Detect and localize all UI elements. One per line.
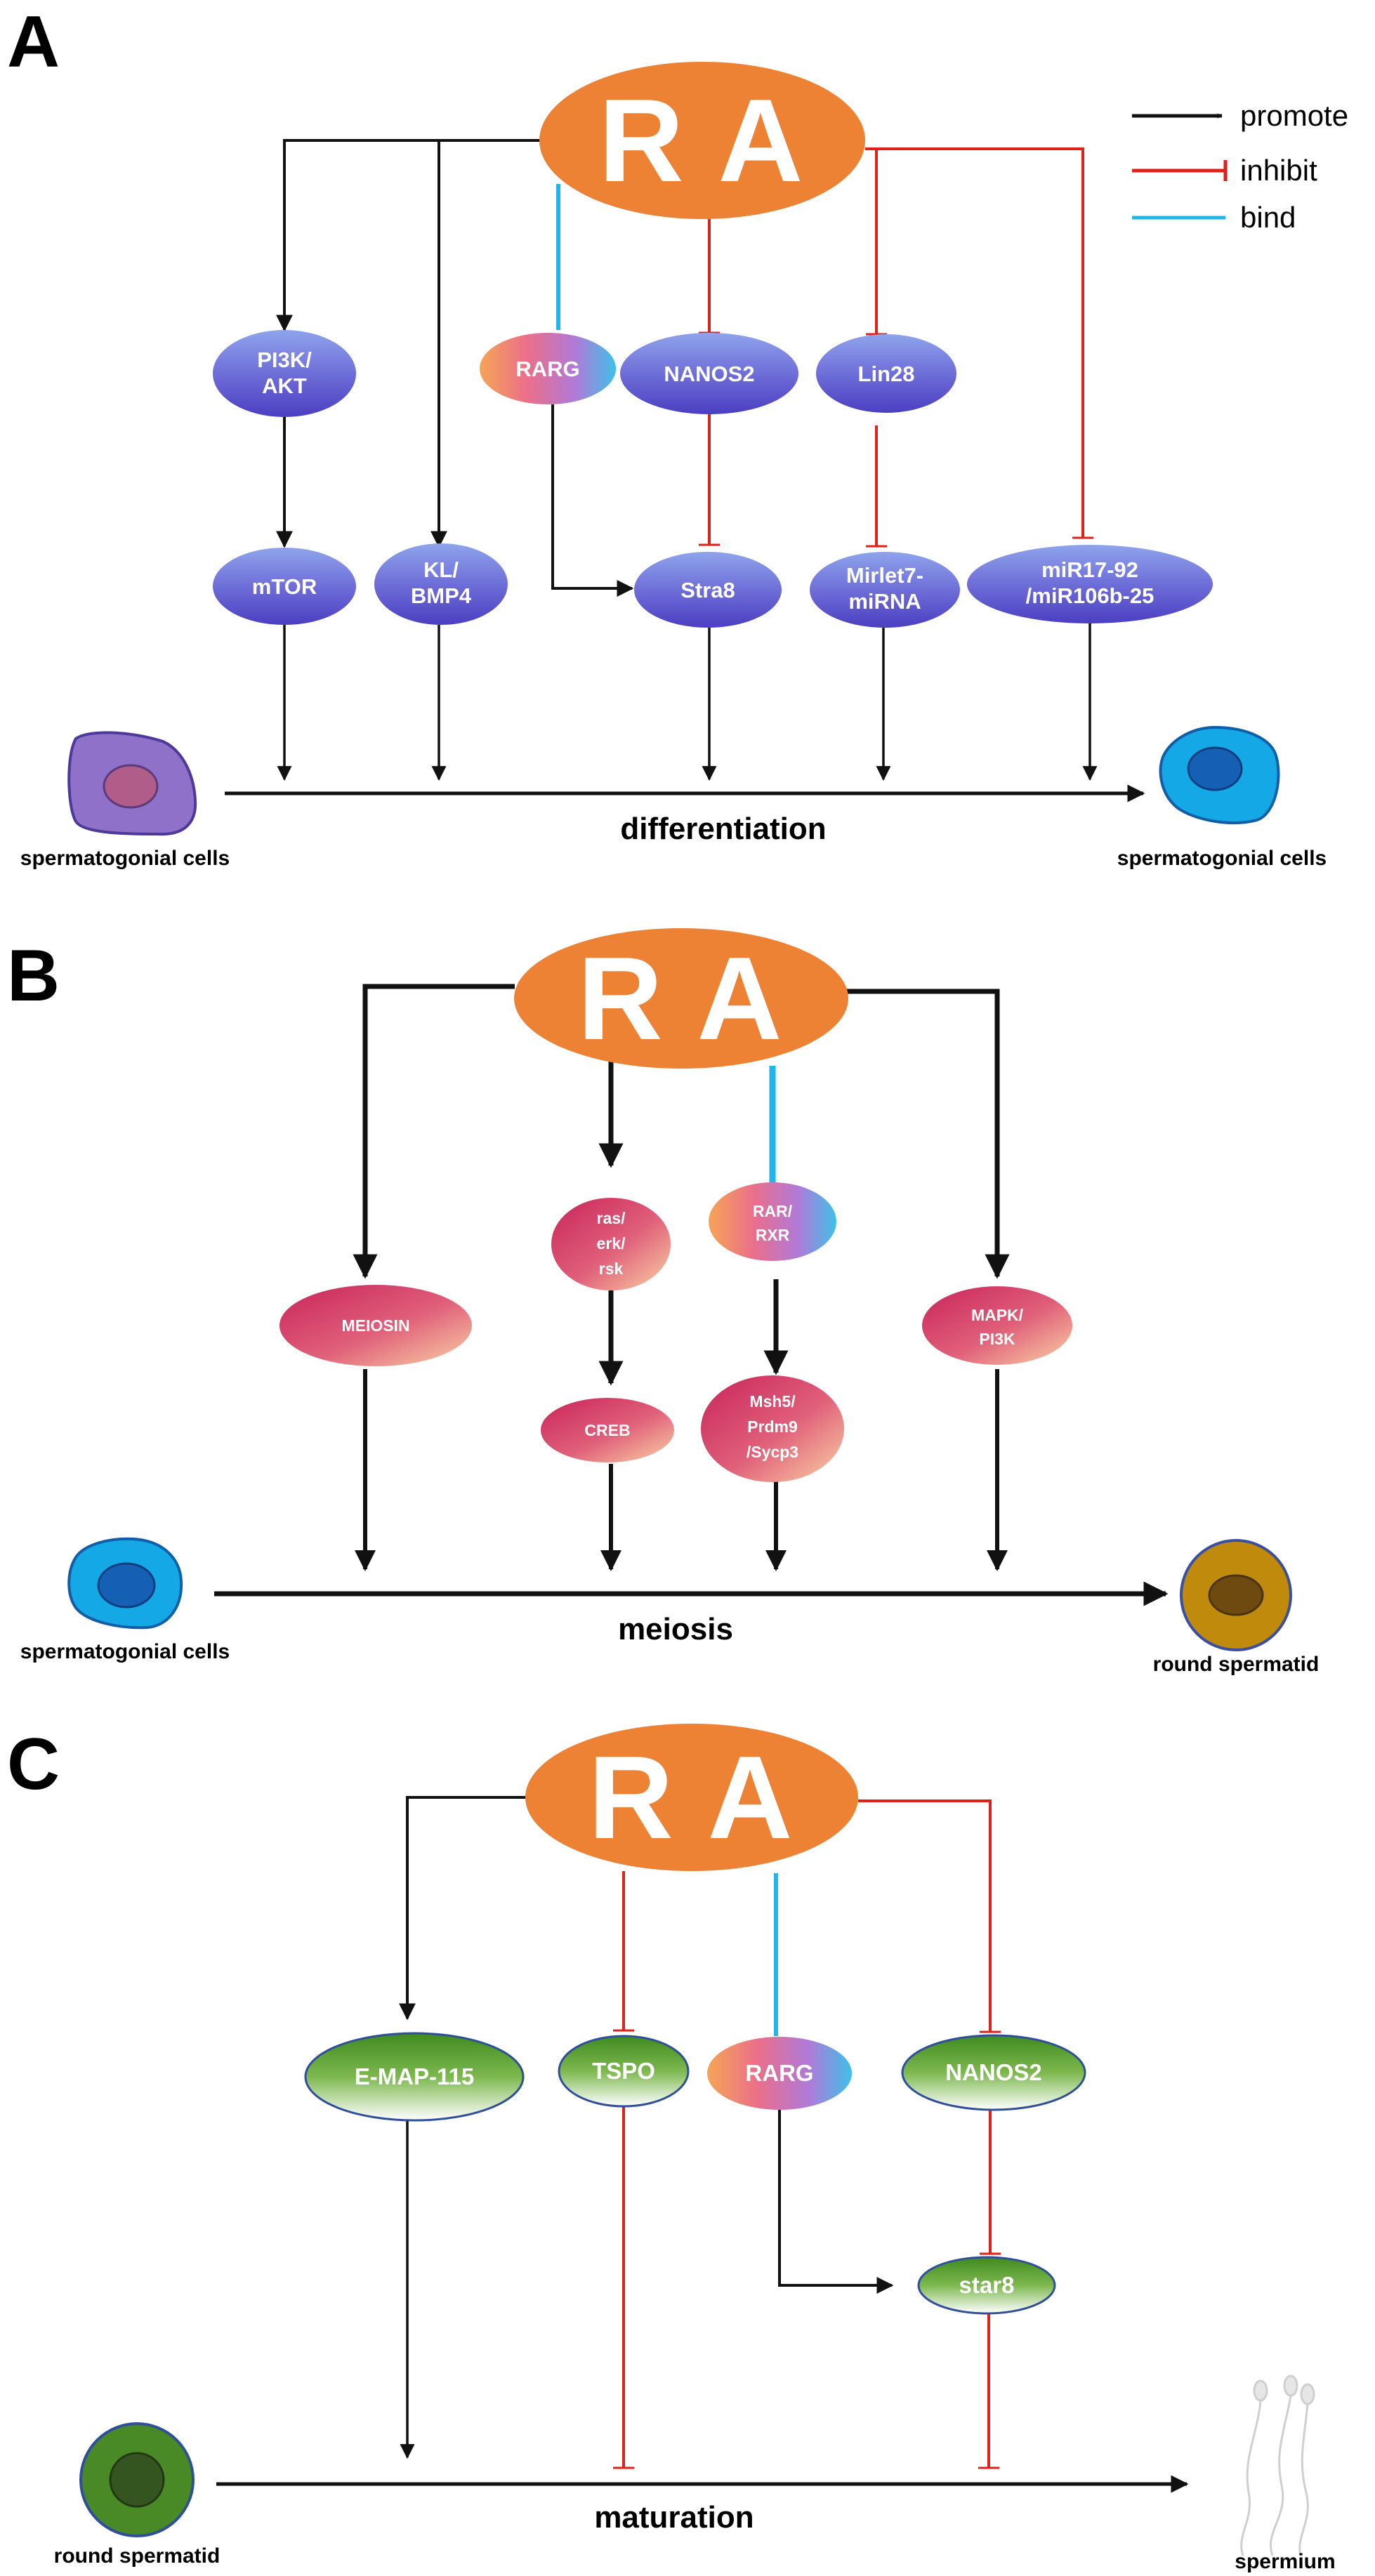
node-meiosin: MEIOSIN bbox=[279, 1285, 472, 1366]
spermatogonial-cell-a-right bbox=[1159, 725, 1280, 824]
cell-label-c-left: round spermatid bbox=[54, 2544, 221, 2568]
inhibit-ra-nanos2 bbox=[858, 1799, 1001, 2033]
cell-label-a-left: spermatogonial cells bbox=[20, 847, 230, 870]
process-maturation: maturation bbox=[594, 2500, 754, 2535]
inhibit-ra-lin28 bbox=[865, 147, 887, 336]
panel-c-letter: C bbox=[7, 1724, 60, 1805]
spermatogonial-cell-a-left bbox=[67, 731, 197, 836]
node-mirlet7: Mirlet7- miRNA bbox=[810, 552, 960, 628]
panel-b-letter: B bbox=[7, 935, 60, 1017]
legend-inhibit-label: inhibit bbox=[1240, 154, 1317, 187]
node-rarrxr-line2: RXR bbox=[756, 1226, 790, 1244]
round-spermatid-cell-b-right bbox=[1180, 1539, 1292, 1651]
node-rar-rxr: RAR/ RXR bbox=[709, 1182, 836, 1261]
promote-ra-mapk bbox=[846, 989, 1010, 1279]
panel-a: A promote inhibit bind bbox=[7, 1, 1348, 870]
node-mtor: mTOR bbox=[213, 548, 356, 625]
node-ras-line3: rsk bbox=[599, 1260, 624, 1278]
ra-node-b: R A bbox=[514, 928, 848, 1069]
legend: promote inhibit bind bbox=[1132, 99, 1348, 234]
node-mapk-line2: PI3K bbox=[979, 1330, 1015, 1348]
node-stra8-a: Stra8 bbox=[634, 552, 782, 628]
node-meiosin-label: MEIOSIN bbox=[341, 1316, 409, 1335]
panel-b: B R A MEIOSIN ras/ erk/ rsk bbox=[7, 928, 1319, 1676]
node-mir17-line1: miR17-92 bbox=[1041, 557, 1138, 582]
promote-ra-pi3k bbox=[276, 139, 539, 332]
node-msh5-line1: Msh5/ bbox=[749, 1392, 796, 1411]
node-emap-label: E-MAP-115 bbox=[355, 2063, 475, 2089]
node-rarg-c: RARG bbox=[707, 2037, 852, 2110]
node-klbmp4-line2: BMP4 bbox=[411, 583, 472, 608]
node-pi3k-akt: PI3K/ AKT bbox=[213, 330, 356, 417]
node-ras-line2: erk/ bbox=[597, 1234, 626, 1253]
node-mapk-line1: MAPK/ bbox=[971, 1306, 1024, 1324]
panel-a-connectors bbox=[225, 139, 1145, 802]
node-stra8-label: Stra8 bbox=[680, 578, 735, 602]
node-mir17: miR17-92 /miR106b-25 bbox=[967, 545, 1213, 623]
cell-label-b-right: round spermatid bbox=[1153, 1653, 1320, 1676]
node-tspo-label: TSPO bbox=[592, 2058, 655, 2084]
node-creb: CREB bbox=[541, 1398, 674, 1462]
inhibit-ra-mir17 bbox=[876, 147, 1093, 539]
promote-ra-emap bbox=[399, 1796, 527, 2021]
cell-label-a-right: spermatogonial cells bbox=[1117, 847, 1327, 870]
ra-node-a: R A bbox=[539, 62, 865, 219]
node-msh5-prdm9-sycp3: Msh5/ Prdm9 /Sycp3 bbox=[701, 1375, 844, 1482]
node-nanos2-label: NANOS2 bbox=[945, 2059, 1042, 2085]
node-star8-label: star8 bbox=[959, 2272, 1015, 2298]
node-rarg-label: RARG bbox=[515, 357, 579, 381]
node-kl-bmp4: KL/ BMP4 bbox=[374, 543, 508, 625]
node-tspo: TSPO bbox=[558, 2035, 690, 2108]
promote-rarg-star8 bbox=[778, 2110, 894, 2294]
process-meiosis: meiosis bbox=[618, 1612, 733, 1646]
panel-a-letter: A bbox=[7, 1, 60, 83]
panel-c-connectors bbox=[216, 1796, 1189, 2493]
node-ras-erk-rsk: ras/ erk/ rsk bbox=[551, 1198, 671, 1290]
node-klbmp4-line1: KL/ bbox=[423, 557, 459, 582]
node-mapk-pi3k: MAPK/ PI3K bbox=[922, 1286, 1072, 1365]
node-msh5-line2: Prdm9 bbox=[747, 1418, 798, 1436]
node-nanos2-label: NANOS2 bbox=[664, 362, 754, 386]
process-differentiation: differentiation bbox=[620, 812, 826, 846]
node-mir17-line2: /miR106b-25 bbox=[1026, 583, 1154, 608]
node-ras-line1: ras/ bbox=[597, 1209, 626, 1227]
ra-label: R A bbox=[598, 74, 805, 206]
promote-rarg-stra8 bbox=[551, 404, 634, 597]
node-pi3k-line1: PI3K/ bbox=[257, 348, 312, 372]
legend-promote-label: promote bbox=[1240, 99, 1348, 132]
ra-label: R A bbox=[588, 1731, 795, 1863]
node-rarg-label: RARG bbox=[745, 2060, 813, 2086]
node-lin28-label: Lin28 bbox=[858, 362, 915, 386]
node-mirlet7-line1: Mirlet7- bbox=[846, 563, 923, 588]
node-msh5-line3: /Sycp3 bbox=[746, 1443, 798, 1461]
panel-b-connectors bbox=[214, 984, 1169, 1606]
legend-bind-label: bind bbox=[1240, 201, 1296, 234]
ra-node-c: R A bbox=[525, 1724, 858, 1871]
node-nanos2-c: NANOS2 bbox=[901, 2034, 1086, 2111]
cell-label-c-right: spermium bbox=[1235, 2550, 1335, 2573]
round-spermatid-cell-c-left bbox=[79, 2422, 195, 2537]
node-nanos2-a: NANOS2 bbox=[620, 333, 798, 414]
promote-ra-meiosin bbox=[353, 984, 515, 1279]
node-mirlet7-line2: miRNA bbox=[848, 589, 921, 614]
node-lin28: Lin28 bbox=[816, 334, 956, 413]
node-rarrxr-line1: RAR/ bbox=[753, 1202, 793, 1220]
node-star8: star8 bbox=[917, 2256, 1056, 2315]
node-pi3k-line2: AKT bbox=[262, 374, 307, 398]
spermium-icon bbox=[1240, 2374, 1315, 2556]
node-e-map-115: E-MAP-115 bbox=[304, 2032, 525, 2122]
spermatogonial-cell-b-left bbox=[67, 1537, 183, 1630]
node-mtor-label: mTOR bbox=[252, 574, 317, 599]
node-creb-label: CREB bbox=[584, 1421, 630, 1439]
node-rarg-a: RARG bbox=[480, 333, 616, 404]
panel-c: C R A E-MAP-115 TSPO RARG bbox=[7, 1724, 1336, 2573]
ra-label: R A bbox=[577, 932, 784, 1064]
cell-label-b-left: spermatogonial cells bbox=[20, 1640, 230, 1663]
